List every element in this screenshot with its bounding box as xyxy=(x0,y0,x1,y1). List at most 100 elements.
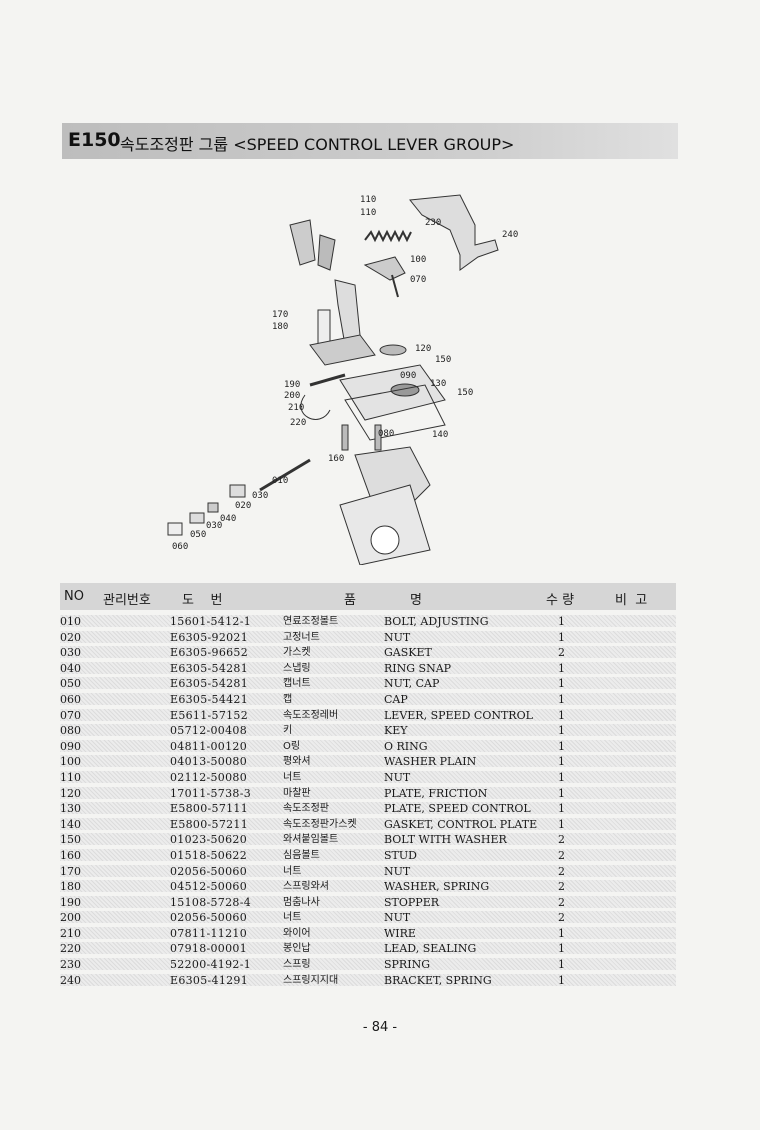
section-title-bar: E150 속도조정판 그룹 <SPEED CONTROL LEVER GROUP… xyxy=(62,123,678,159)
cell-eng: BOLT WITH WASHER xyxy=(384,833,507,847)
diagram-label: 150 xyxy=(435,355,451,365)
cell-part: E6305-96652 xyxy=(170,646,249,660)
cell-qty: 1 xyxy=(558,817,565,831)
cell-part: E6305-92021 xyxy=(170,630,249,644)
cell-no: 110 xyxy=(60,770,81,784)
cell-eng: GASKET xyxy=(384,646,432,660)
table-row: 180 04512-50060 스프링와셔 WASHER, SPRING 2 xyxy=(60,879,676,895)
cell-part: 02112-50080 xyxy=(170,770,248,784)
cell-no: 220 xyxy=(60,942,81,956)
cell-part: 04512-50060 xyxy=(170,880,248,894)
cell-no: 200 xyxy=(60,911,81,925)
cell-part: 01518-50622 xyxy=(170,848,248,862)
cell-no: 050 xyxy=(60,677,81,691)
cell-no: 120 xyxy=(60,786,81,800)
diagram-label: 200 xyxy=(284,391,300,401)
cell-qty: 2 xyxy=(558,646,565,660)
header-name-2: 명 xyxy=(410,593,422,608)
cell-no: 190 xyxy=(60,895,81,909)
diagram-label: 030 xyxy=(252,491,268,501)
cell-no: 160 xyxy=(60,848,81,862)
diagram-label: 150 xyxy=(457,388,473,398)
page-number: - 84 - xyxy=(362,1020,398,1035)
cell-kor: O링 xyxy=(283,740,301,752)
cell-kor: 가스켓 xyxy=(283,647,311,659)
cell-no: 240 xyxy=(60,973,81,987)
cell-qty: 2 xyxy=(558,911,565,925)
cell-no: 130 xyxy=(60,802,81,816)
cell-eng: LEAD, SEALING xyxy=(384,942,477,956)
cell-kor: 스프링와셔 xyxy=(283,881,329,893)
cell-part: 05712-00408 xyxy=(170,724,248,738)
cell-part: E5800-57111 xyxy=(170,802,249,816)
cell-eng: LEVER, SPEED CONTROL xyxy=(384,708,533,722)
cell-part: 15108-5728-4 xyxy=(170,895,252,909)
cell-qty: 1 xyxy=(558,786,565,800)
diagram-label: 140 xyxy=(432,430,448,440)
cell-kor: 너트 xyxy=(283,865,302,877)
cell-no: 180 xyxy=(60,880,81,894)
cell-part: E6305-54281 xyxy=(170,677,249,691)
cell-no: 030 xyxy=(60,646,81,660)
cell-eng: STOPPER xyxy=(384,895,440,909)
cell-kor: 심음볼트 xyxy=(283,849,320,861)
cell-qty: 2 xyxy=(558,880,565,894)
cell-part: E6305-41291 xyxy=(170,973,249,987)
cell-kor: 봉인납 xyxy=(283,943,311,955)
cell-qty: 1 xyxy=(558,708,565,722)
diagram-label: 010 xyxy=(272,476,288,486)
cell-kor: 속도조정레버 xyxy=(283,709,339,721)
diagram-label: 220 xyxy=(290,418,306,428)
diagram-label: 120 xyxy=(415,344,431,354)
cell-eng: RING SNAP xyxy=(384,661,452,675)
cell-part: 02056-50060 xyxy=(170,864,248,878)
cell-eng: GASKET, CONTROL PLATE xyxy=(384,817,538,831)
cell-qty: 1 xyxy=(558,802,565,816)
cell-kor: 와이어 xyxy=(283,927,311,939)
cell-kor: 스프링지지대 xyxy=(283,974,339,986)
cell-no: 020 xyxy=(60,630,81,644)
exploded-parts-diagram: 110 110 230 240 100 070 170 180 120 150 … xyxy=(167,194,518,565)
diagram-label: 110 xyxy=(360,208,376,218)
cell-eng: WASHER, SPRING xyxy=(384,880,490,894)
cell-kor: 마찰판 xyxy=(283,787,311,799)
cell-part: 07811-11210 xyxy=(170,926,248,940)
cell-qty: 1 xyxy=(558,942,565,956)
diagram-callouts: 110 110 230 240 100 070 170 180 120 150 … xyxy=(172,195,518,552)
diagram-label: 130 xyxy=(430,379,446,389)
cell-qty: 1 xyxy=(558,630,565,644)
cell-eng: NUT xyxy=(384,770,411,784)
cell-eng: BOLT, ADJUSTING xyxy=(384,615,489,628)
cell-no: 210 xyxy=(60,926,81,940)
cell-no: 080 xyxy=(60,724,81,738)
cell-no: 170 xyxy=(60,864,81,878)
cell-part: 07918-00001 xyxy=(170,942,248,956)
cell-qty: 1 xyxy=(558,755,565,769)
cell-kor: 캡 xyxy=(283,693,293,705)
diagram-label: 030 xyxy=(206,521,222,531)
diagram-label: 050 xyxy=(190,530,206,540)
cell-qty: 2 xyxy=(558,833,565,847)
cell-kor: 너트 xyxy=(283,771,302,783)
diagram-label: 040 xyxy=(220,514,236,524)
header-no: NO xyxy=(64,589,84,604)
cell-no: 140 xyxy=(60,817,81,831)
cell-part: 02056-50060 xyxy=(170,911,248,925)
cell-part: E5611-57152 xyxy=(170,708,249,722)
diagram-label: 170 xyxy=(272,310,288,320)
diagram-label: 110 xyxy=(360,195,376,205)
diagram-label: 230 xyxy=(425,218,441,228)
cell-part: 01023-50620 xyxy=(170,833,248,847)
cell-part: 15601-5412-1 xyxy=(170,615,252,628)
cell-part: 17011-5738-3 xyxy=(170,786,252,800)
